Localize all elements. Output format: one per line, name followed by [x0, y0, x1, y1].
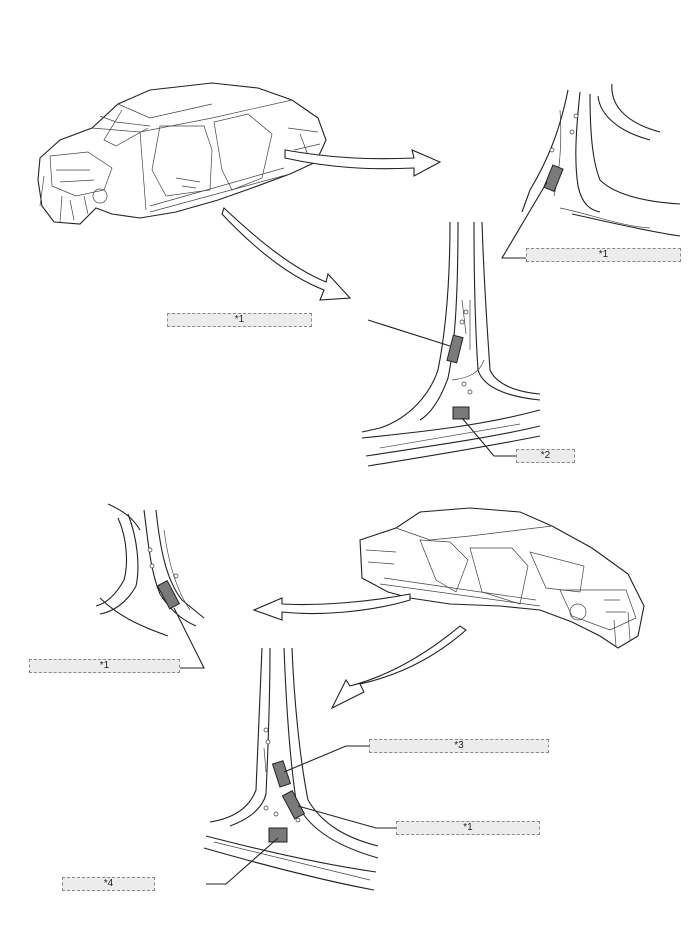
callout-sealer-1-bottom: *1: [396, 821, 540, 835]
detail-bottom-left-pillar: [95, 503, 205, 637]
callout-sealer-3-bottom: *3: [369, 739, 549, 753]
sealer-pad-bottom-left: [156, 580, 181, 610]
leader-line-top-right: [501, 181, 548, 259]
sealer-pad-top-middle-pillar: [446, 334, 464, 364]
detail-top-right-pillar: [521, 83, 681, 237]
vehicle-body-top: [37, 82, 327, 225]
callout-sealer-1-top-right: *1: [526, 248, 681, 262]
leader-line-top-middle-2: [461, 417, 516, 457]
callout-sealer-4-bottom: *4: [62, 877, 155, 891]
callout-sealer-1-top-left: *1: [167, 313, 312, 327]
leader-line-bottom-4: [206, 837, 279, 885]
leader-line-bottom-1: [297, 805, 396, 829]
arrow-to-detail-bottom-middle: [330, 625, 467, 710]
leader-line-bottom-left: [173, 607, 205, 669]
detail-top-middle-pillar: [361, 221, 541, 467]
arrow-to-detail-bottom-left: [252, 593, 411, 621]
callout-sealer-1-bottom-left: *1: [29, 659, 180, 673]
arrow-to-detail-top-middle: [221, 207, 352, 301]
sealer-pad-bottom-upper: [271, 760, 292, 788]
sealer-pad-bottom-lower: [281, 790, 306, 820]
callout-sealer-2-top: *2: [516, 449, 575, 463]
sealer-pad-bottom-rocker: [268, 827, 288, 843]
sealer-pad-top-right: [543, 164, 564, 193]
detail-bottom-middle-pillar: [203, 647, 379, 891]
sealer-pad-top-middle-rocker: [452, 406, 470, 420]
vehicle-body-bottom: [359, 507, 645, 649]
arrow-to-detail-top-right: [284, 149, 442, 177]
leader-line-top-middle-1: [367, 319, 451, 347]
leader-line-bottom-3: [283, 745, 370, 773]
